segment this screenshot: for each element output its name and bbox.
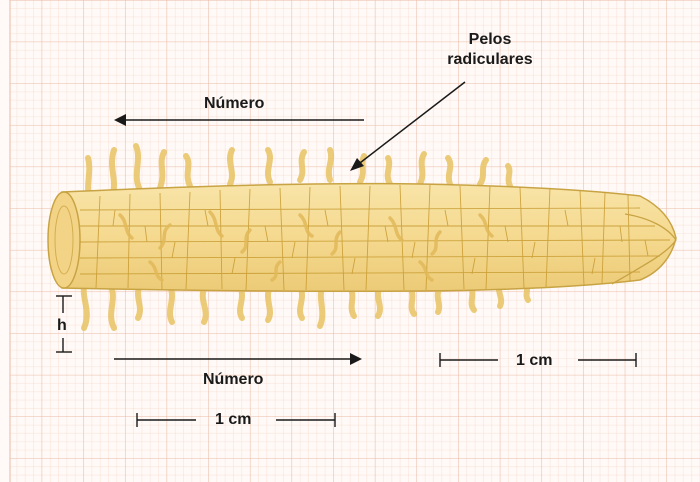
root-hairs-label: Pelos radiculares xyxy=(430,30,550,70)
number-label-bottom: Número xyxy=(203,370,263,390)
scale-label-left: 1 cm xyxy=(215,410,251,430)
root-hairs-label-line1: Pelos xyxy=(430,30,550,50)
height-label: h xyxy=(57,316,67,336)
number-label-top: Número xyxy=(204,94,264,114)
scale-label-right: 1 cm xyxy=(516,351,552,371)
root-hairs-label-line2: radiculares xyxy=(430,50,550,70)
